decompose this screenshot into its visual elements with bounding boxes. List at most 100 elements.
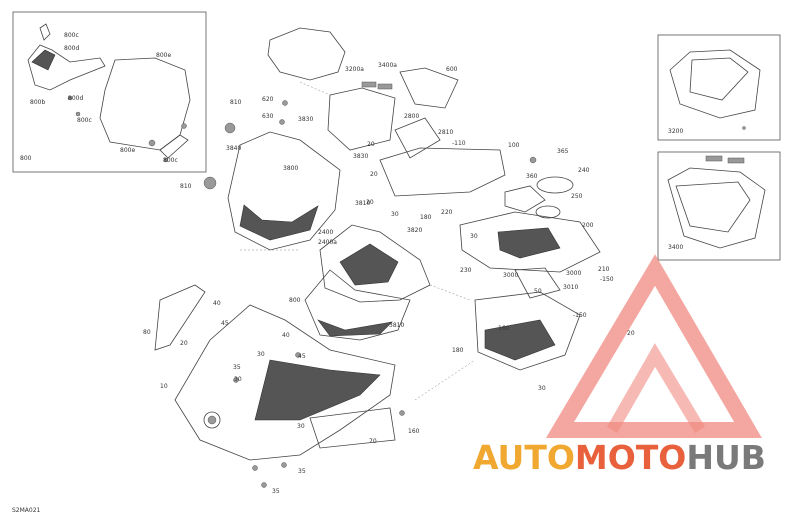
- fastener: [252, 465, 258, 471]
- callout-label: 160: [408, 428, 420, 435]
- callout-label: 2810: [438, 129, 453, 136]
- callout-label: 100: [508, 142, 520, 149]
- side-panel-180: [474, 291, 581, 371]
- part-2800: [394, 117, 441, 159]
- callout-label: 240: [578, 167, 590, 174]
- pad: [377, 83, 393, 90]
- fastener: [181, 123, 187, 129]
- callout-label: 3400a: [378, 62, 397, 69]
- watermark-text: AUTOMOTOHUB: [473, 438, 766, 477]
- inset-frame: [12, 11, 207, 173]
- fairing-800: [304, 269, 411, 341]
- callout-label: 3200a: [345, 66, 364, 73]
- callout-label: 2800: [404, 113, 419, 120]
- callout-label: 800: [20, 155, 32, 162]
- windshield-inset: [12, 11, 207, 173]
- fastener: [233, 377, 239, 383]
- console-200: [459, 211, 601, 273]
- side-panel-shade: [484, 319, 556, 361]
- callout-label: 2400a: [318, 239, 337, 246]
- inset-frame: [657, 151, 781, 261]
- callout-label: 800: [289, 297, 301, 304]
- headlight-lens: [339, 243, 399, 286]
- lower-fairing-800: [304, 269, 411, 341]
- callout-label: 800c: [163, 157, 178, 164]
- panel-100: [379, 147, 506, 197]
- fastener: [742, 126, 746, 130]
- callout-label: 3830: [353, 153, 368, 160]
- grommet-810: [203, 176, 217, 190]
- diagram-code: S2MA021: [12, 507, 41, 514]
- watermark-logo: AUTOMOTOHUB: [473, 254, 766, 477]
- bracket-shade: [31, 49, 56, 71]
- bracket-360: [504, 185, 546, 213]
- callout-label: 2400: [318, 229, 333, 236]
- callout-label: 3830: [298, 116, 313, 123]
- callout-label: -150: [600, 276, 614, 283]
- part-3000: [514, 267, 561, 299]
- callout-label: 230: [460, 267, 472, 274]
- console-shade: [497, 227, 561, 259]
- headlight-assembly: [203, 100, 341, 251]
- callout-label: 30: [234, 376, 242, 383]
- ring-240: [536, 176, 574, 194]
- callout-label: 800d: [68, 95, 83, 102]
- inset-frame: [657, 34, 781, 141]
- fastener: [529, 156, 537, 164]
- callout-label: 30: [297, 423, 305, 430]
- nose-cone: [174, 304, 396, 461]
- seal-250: [535, 205, 561, 219]
- fastener: [295, 352, 301, 358]
- callout-label: -110: [452, 140, 466, 147]
- trim-80: [154, 284, 206, 351]
- callout-label: 3000: [566, 270, 581, 277]
- badge-mount: [203, 411, 221, 429]
- callout-label: 180: [420, 214, 432, 221]
- callout-label: 620: [262, 96, 274, 103]
- fairing-shade: [317, 319, 393, 337]
- callout-label: 3820: [407, 227, 422, 234]
- pad: [727, 157, 745, 164]
- watermark-triangle: [545, 254, 762, 438]
- callout-label: 50: [534, 288, 542, 295]
- callout-label: 20: [370, 171, 378, 178]
- clip-part: [39, 23, 51, 41]
- guide: [414, 359, 476, 401]
- callout-label: 3000: [503, 272, 518, 279]
- callout-label: 365: [557, 148, 569, 155]
- headlight-2400: [319, 224, 431, 303]
- fastener: [261, 482, 267, 488]
- cover-3200-inner: [689, 57, 749, 101]
- fastener: [67, 95, 73, 101]
- windshield: [99, 57, 191, 151]
- callout-label: 800e: [156, 52, 171, 59]
- storage-bin-3400: [667, 167, 766, 249]
- callout-label: 800b: [30, 99, 45, 106]
- callout-label: 30: [538, 385, 546, 392]
- callout-label: 800d: [64, 45, 79, 52]
- deflector-bracket: [27, 44, 106, 91]
- nose-shade: [254, 359, 381, 421]
- callout-label: 3810: [389, 322, 404, 329]
- callout-label: 630: [262, 113, 274, 120]
- callout-label: 600: [446, 66, 458, 73]
- callout-label: 200: [582, 222, 594, 229]
- panel-3200a: [267, 27, 346, 81]
- callout-label: 35: [272, 488, 280, 495]
- callout-label: 35: [298, 468, 306, 475]
- callout-label: 20: [366, 199, 374, 206]
- fastener: [399, 410, 405, 416]
- pad: [361, 81, 377, 88]
- callout-label: 30: [257, 351, 265, 358]
- callout-label: 800c: [64, 32, 79, 39]
- nose-cone-10: [154, 284, 405, 488]
- callout-label: 810: [180, 183, 192, 190]
- callout-label: 45: [298, 353, 306, 360]
- callout-label: 45: [221, 320, 229, 327]
- callout-label: 10: [160, 383, 168, 390]
- callout-label: 210: [598, 266, 610, 273]
- callout-label: 35: [233, 364, 241, 371]
